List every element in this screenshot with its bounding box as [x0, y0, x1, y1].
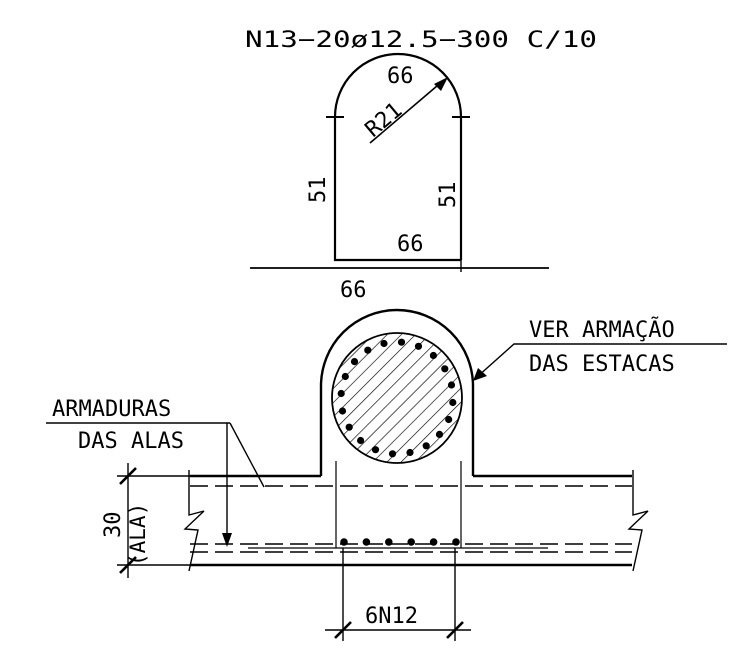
radius-arrowhead: [434, 77, 448, 91]
thickness-tick-top: [119, 467, 137, 485]
section-view: VER ARMAÇÃO DAS ESTACAS ARMADURAS DAS AL…: [46, 308, 727, 641]
left-length-label: 51: [306, 177, 331, 204]
bottom-inner-length-label: 66: [397, 232, 424, 257]
pile-bar-dot: [435, 430, 444, 438]
bottom-bars: [340, 538, 460, 546]
bars-tick-right: [446, 621, 464, 639]
bottom-bar-dot: [340, 538, 348, 546]
pile-bar-dot: [441, 365, 449, 373]
bar-title: N13−20ø12.5−300 C/10: [245, 28, 597, 53]
pile-bar-dot: [422, 442, 430, 450]
stirrup-shape: [333, 52, 463, 262]
pile-bar-dot: [388, 450, 397, 458]
pile-bar-dot: [338, 407, 347, 415]
top-length-label: 66: [387, 64, 414, 89]
thickness-note: (ALA): [126, 503, 150, 566]
pile-bar-dot: [414, 342, 423, 350]
pile-note-line1: VER ARMAÇÃO: [529, 316, 675, 343]
wing-note-line1: ARMADURAS: [52, 397, 171, 422]
bar-schedule: N13−20ø12.5−300 C/10 66 R21 51 51 66 66: [245, 28, 597, 303]
bottom-bars-label: 6N12: [365, 604, 418, 629]
pile-bar-dot: [406, 448, 414, 457]
pile-bar-dot: [449, 398, 457, 407]
pile-bar-dot: [380, 339, 388, 348]
pile-note-arrowhead: [473, 368, 487, 381]
radius-leader: [369, 79, 445, 144]
pile-circle: [331, 332, 463, 464]
pile-bar-dot: [337, 389, 345, 398]
right-length-label: 51: [436, 182, 461, 209]
pile-bar-dot: [341, 372, 349, 381]
wing-note-arrowhead: [222, 533, 232, 547]
pile-bar-dot: [447, 381, 456, 389]
wing-note-line2: DAS ALAS: [78, 429, 184, 454]
break-line-right: [627, 470, 649, 572]
thickness-tick-bottom: [119, 556, 137, 574]
bottom-outer-length-label: 66: [340, 278, 367, 303]
wing-note-leader-top: [229, 422, 265, 488]
bottom-bar-dot: [429, 538, 438, 546]
pile-note-line2: DAS ESTACAS: [529, 352, 675, 377]
radius-label: R21: [361, 98, 408, 143]
pile-bar-dot: [345, 423, 353, 431]
pile-head-outline: [319, 308, 475, 476]
pile-bar-dot: [429, 351, 437, 360]
pile-bar-dot: [397, 338, 406, 346]
pile-bar-dot: [364, 346, 372, 354]
pile-bar-dot: [350, 358, 359, 366]
bottom-bar-dot: [452, 538, 460, 546]
bottom-bar-dot: [407, 538, 416, 546]
break-line-left: [183, 470, 205, 572]
bars-tick-left: [334, 621, 352, 639]
pile-bar-dot: [357, 436, 365, 445]
pile-bar-dot: [445, 415, 453, 424]
bottom-bar-dot: [385, 538, 393, 546]
thickness-value: 30: [101, 512, 126, 539]
pile-bars: [337, 338, 457, 458]
bottom-bar-dot: [362, 538, 371, 546]
pile-bar-dot: [371, 446, 380, 454]
pile-note-leader: [476, 343, 727, 378]
